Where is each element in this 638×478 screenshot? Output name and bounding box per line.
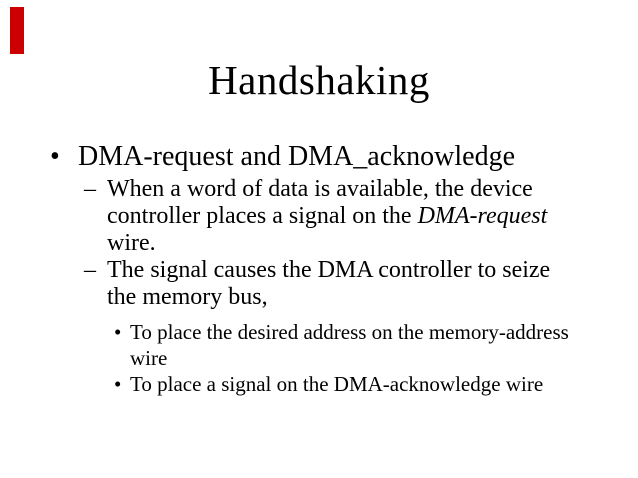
bullet-marker: • [114,320,122,344]
text-line: wire [130,346,168,370]
dash-marker: – [84,176,96,202]
bullet-marker: • [114,372,122,396]
text-line: wire. [107,230,156,256]
bullet-item: • To place a signal on the DMA-acknowledg… [0,371,638,397]
text-line: DMA-request and DMA_acknowledge [78,141,515,172]
bullet-list: •DMA-request and DMA_acknowledge–When a … [0,140,638,397]
text-line: To place the desired address on the memo… [130,320,569,344]
bullet-text: When a word of data is available, the de… [107,176,638,257]
text-line: To place a signal on the DMA-acknowledge… [130,372,544,396]
text-line: the memory bus, [107,284,268,310]
bullet-item: • To place the desired address on the mem… [0,319,638,371]
bullet-marker: • [50,141,60,172]
bullet-text: The signal causes the DMA controller to … [107,257,638,311]
text-line: controller places a signal on the DMA-re… [107,203,548,229]
bullet-text: DMA-request and DMA_acknowledge [78,140,638,174]
red-accent-bar [10,7,24,54]
bullet-item: –When a word of data is available, the d… [0,176,638,257]
bullet-item: • DMA-request and DMA_acknowledge [0,140,638,174]
bullet-item: –The signal causes the DMA controller to… [0,257,638,311]
bullet-text: To place the desired address on the memo… [130,319,638,371]
text-line: The signal causes the DMA controller to … [107,257,551,283]
dash-marker: – [84,257,96,283]
bullet-text: To place a signal on the DMA-acknowledge… [130,371,638,397]
text-line: When a word of data is available, the de… [107,176,533,202]
slide-title: Handshaking [208,57,430,103]
